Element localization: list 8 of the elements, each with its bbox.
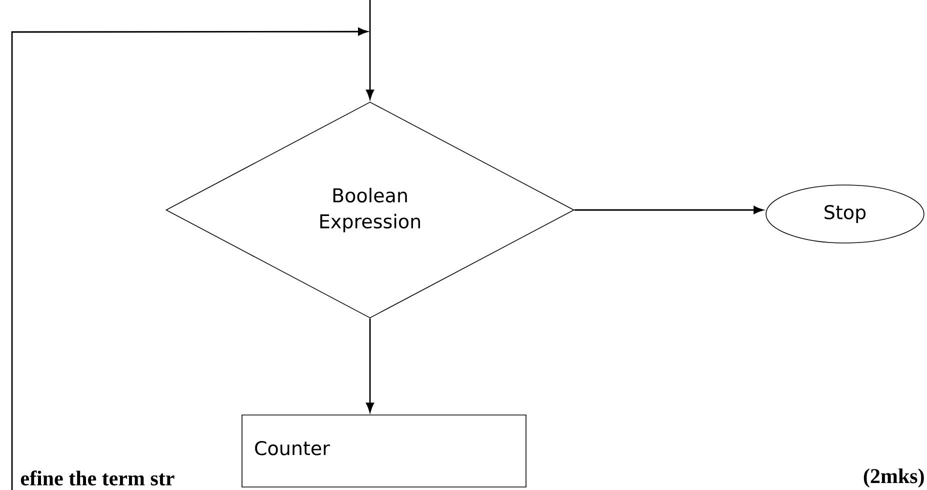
arrow [366, 0, 374, 100]
arrow [574, 206, 764, 214]
loop-arrow [11, 28, 368, 490]
question-text: (2mks) [864, 468, 924, 488]
arrow [366, 318, 374, 412]
terminal-oval: Stop [766, 184, 924, 244]
process-box: Counter [242, 414, 526, 488]
question-text: efine the term str [20, 470, 174, 486]
